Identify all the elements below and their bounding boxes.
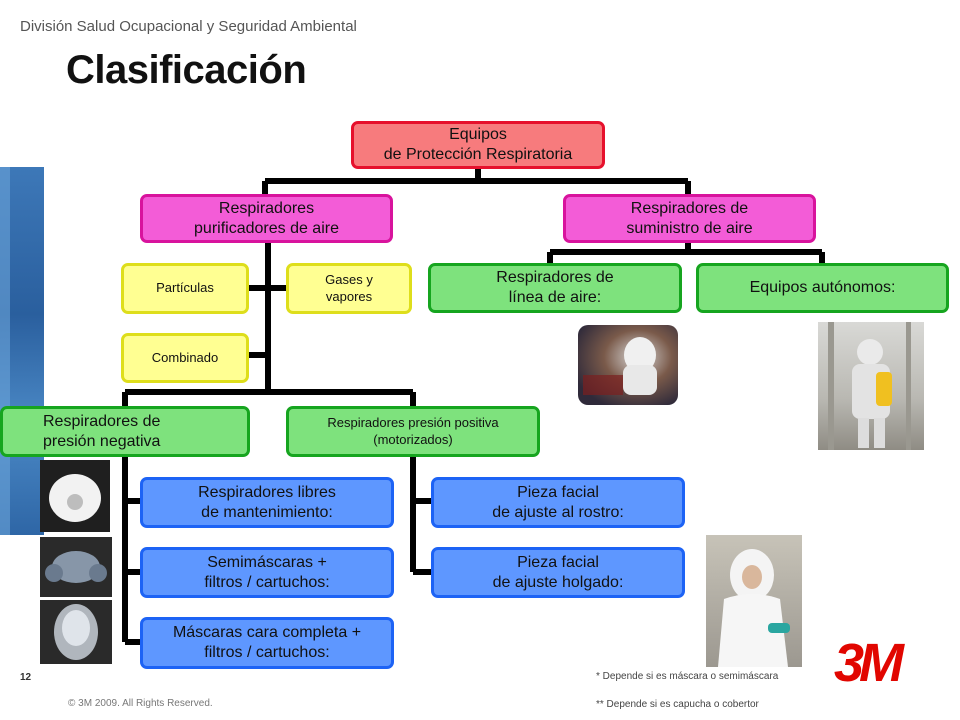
node-libres-mantenimiento: Respiradores libres de mantenimiento: (140, 477, 394, 528)
photo-airline-respirator-worker (578, 325, 678, 405)
scba-suit-icon (828, 322, 911, 450)
node-combinado: Combinado (121, 333, 249, 383)
node-ajuste-rostro: Pieza facial de ajuste al rostro: (431, 477, 685, 528)
node-equipos-autonomos: Equipos autónomos: (696, 263, 949, 313)
worker-hood-icon (583, 337, 657, 395)
node-particulas: Partículas (121, 263, 249, 314)
page-title: Clasificación (66, 48, 307, 92)
node-semimascaras: Semimáscaras + filtros / cartuchos: (140, 547, 394, 598)
node-mascaras-cara-completa: Máscaras cara completa + filtros / cartu… (140, 617, 394, 669)
photo-loose-fitting-hood-worker (706, 535, 802, 667)
note-mascara: * Depende si es máscara o semimáscara (596, 671, 779, 682)
decorative-side-strip-light (0, 167, 10, 535)
3m-logo: 3M (834, 633, 904, 693)
note-capucha: ** Depende si es capucha o cobertor (596, 699, 759, 710)
photo-scba-worker (818, 322, 924, 450)
node-respiradores-suministro: Respiradores de suministro de aire (563, 194, 816, 243)
photo-half-mask (40, 537, 112, 597)
disposable-mask-icon (49, 474, 101, 522)
half-mask-icon (45, 551, 107, 583)
full-face-mask-icon (54, 604, 98, 660)
division-label: División Salud Ocupacional y Seguridad A… (20, 18, 357, 35)
node-respiradores-purificadores: Respiradores purificadores de aire (140, 194, 393, 243)
node-presion-negativa: Respiradores de presión negativa (0, 406, 250, 457)
node-presion-positiva: Respiradores presión positiva (motorizad… (286, 406, 540, 457)
hood-worker-icon (718, 549, 790, 667)
photo-disposable-respirator (40, 460, 110, 532)
node-ajuste-holgado: Pieza facial de ajuste holgado: (431, 547, 685, 598)
node-linea-de-aire: Respiradores de línea de aire: (428, 263, 682, 313)
page-number: 12 (20, 672, 32, 683)
node-equipos-proteccion-respiratoria: Equipos de Protección Respiratoria (351, 121, 605, 169)
copyright-text: © 3M 2009. All Rights Reserved. (68, 698, 213, 709)
photo-full-face-mask (40, 600, 112, 664)
node-gases-vapores: Gases y vapores (286, 263, 412, 314)
